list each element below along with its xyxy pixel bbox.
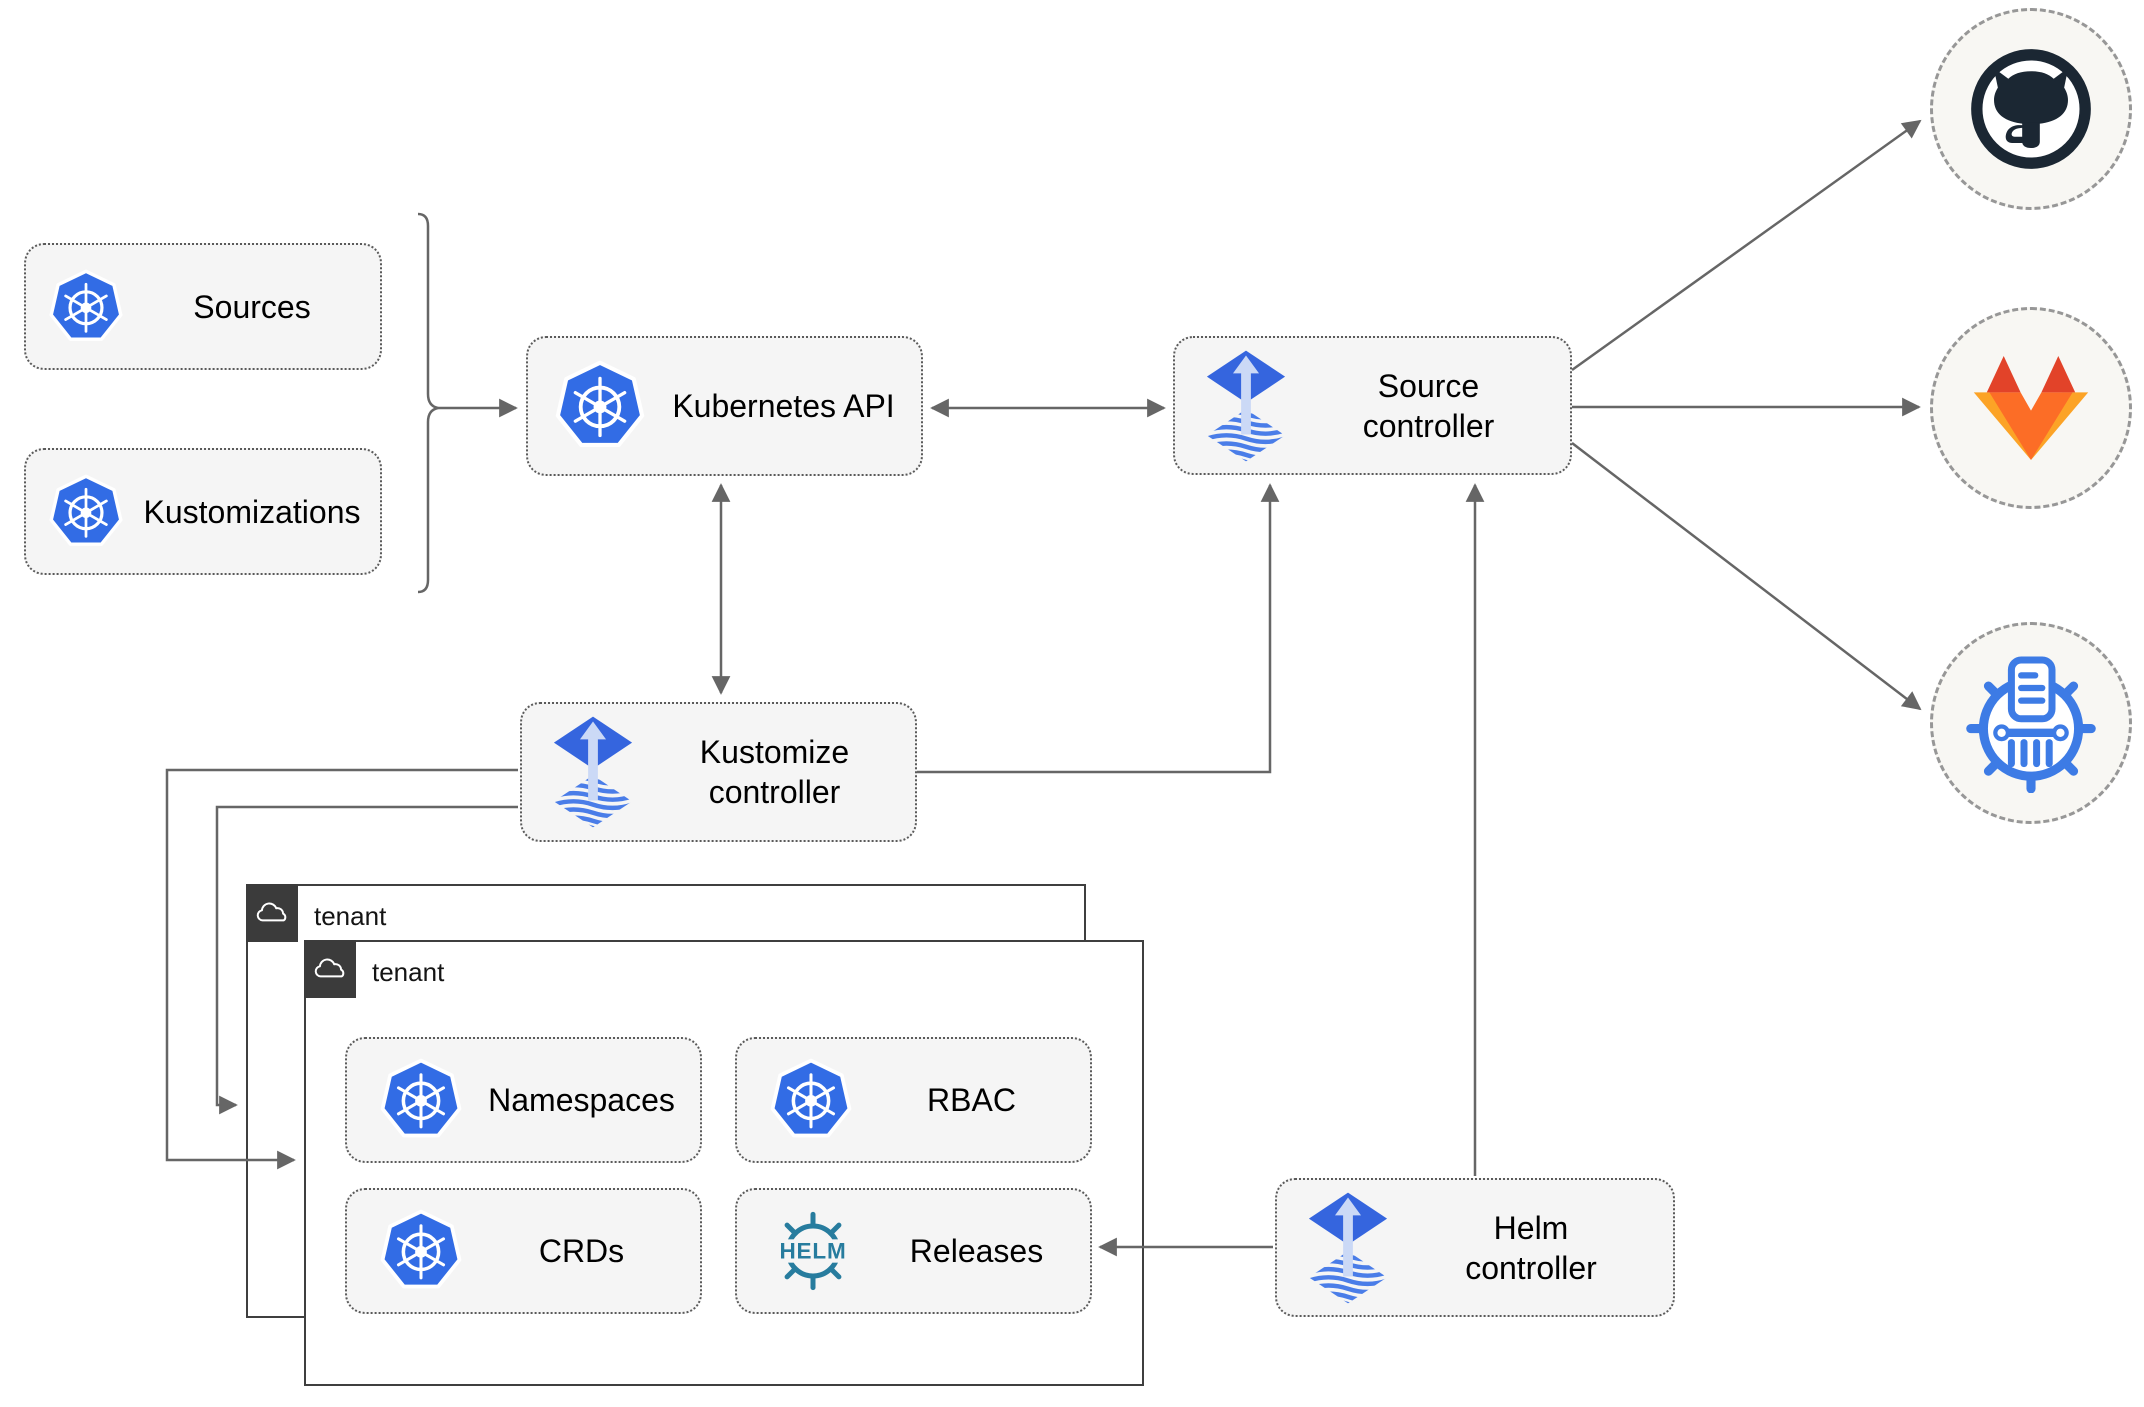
helm-icon: HELM (764, 1211, 862, 1291)
edge-kustomize-controller-to-source-controller (917, 483, 1280, 774)
tenant-tab (246, 884, 298, 942)
node-helm-controller: Helm controller (1275, 1178, 1675, 1317)
kubernetes-icon (379, 1208, 463, 1294)
edge-source-controller-to-github (1571, 119, 1922, 372)
node-label: Releases (909, 1233, 1044, 1269)
node-label: Kustomizations (143, 493, 361, 530)
brace-sources-group (417, 212, 439, 594)
flux-icon (1205, 349, 1287, 463)
node-sources: Sources (24, 243, 382, 370)
endpoint-github (1930, 8, 2132, 210)
edge-source-controller-to-registry (1571, 442, 1922, 711)
node-rbac: RBAC (735, 1037, 1092, 1163)
flux-icon (552, 715, 634, 829)
flux-icon (1307, 1191, 1389, 1305)
github-icon (1971, 49, 2091, 169)
cloud-icon (254, 900, 290, 926)
node-label: CRDs (538, 1233, 625, 1269)
node-namespaces: Namespaces (345, 1037, 702, 1163)
node-source-controller: Source controller (1173, 336, 1572, 475)
node-kustomize-controller: Kustomize controller (520, 702, 917, 842)
node-label: Kubernetes API (672, 388, 895, 424)
cloud-icon (312, 956, 348, 982)
kubernetes-icon (379, 1057, 463, 1143)
node-label: Source controller (1362, 367, 1495, 444)
node-label: RBAC (927, 1082, 1016, 1118)
chartmuseum-icon (1966, 656, 2096, 793)
tenant-group-label: tenant (314, 901, 387, 931)
node-kubernetes-api: Kubernetes API (526, 336, 923, 476)
node-label: Helm controller (1465, 1209, 1597, 1286)
endpoint-gitlab (1930, 307, 2132, 509)
tenant-group-front: tenant Namespaces RBAC CRDs (304, 940, 1144, 1386)
node-label: Namespaces (488, 1082, 675, 1118)
node-kustomizations: Kustomizations (24, 448, 382, 575)
endpoint-registry (1930, 622, 2132, 824)
node-crds: CRDs (345, 1188, 702, 1314)
tenant-group-label: tenant (372, 957, 445, 987)
kubernetes-icon (769, 1057, 853, 1143)
node-label: Sources (193, 288, 311, 325)
helm-logo-text: HELM (779, 1239, 846, 1264)
kubernetes-icon (48, 473, 124, 551)
kubernetes-icon (554, 359, 646, 453)
tenant-tab (304, 940, 356, 998)
kubernetes-icon (48, 268, 124, 346)
node-releases: HELM Releases (735, 1188, 1092, 1314)
node-label: Kustomize controller (699, 734, 850, 810)
gitlab-icon (1973, 356, 2089, 460)
